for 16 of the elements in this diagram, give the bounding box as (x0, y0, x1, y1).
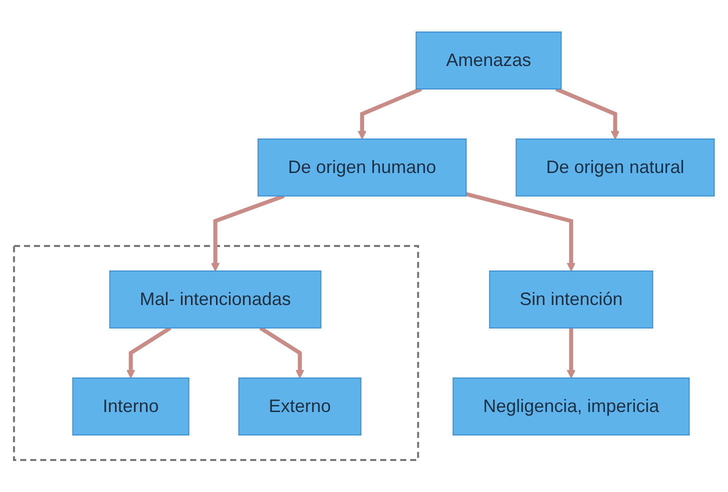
arrow (126, 326, 172, 378)
arrow (259, 326, 304, 378)
arrow (358, 87, 422, 140)
arrow (210, 194, 284, 272)
node-box: De origen natural (516, 138, 715, 196)
arrow (566, 328, 576, 378)
cluster (12, 245, 419, 461)
node-box: Negligencia, impericia (452, 378, 690, 436)
node-box: Amenazas (416, 32, 562, 90)
arrow (466, 192, 576, 272)
node-box: Interno (72, 378, 190, 436)
arrow (555, 87, 620, 140)
node-box: De origen humano (257, 138, 467, 196)
node-box: Sin intención (489, 270, 654, 328)
node-box: Mal- intencionadas (109, 270, 322, 328)
node-box: Externo (238, 378, 362, 436)
